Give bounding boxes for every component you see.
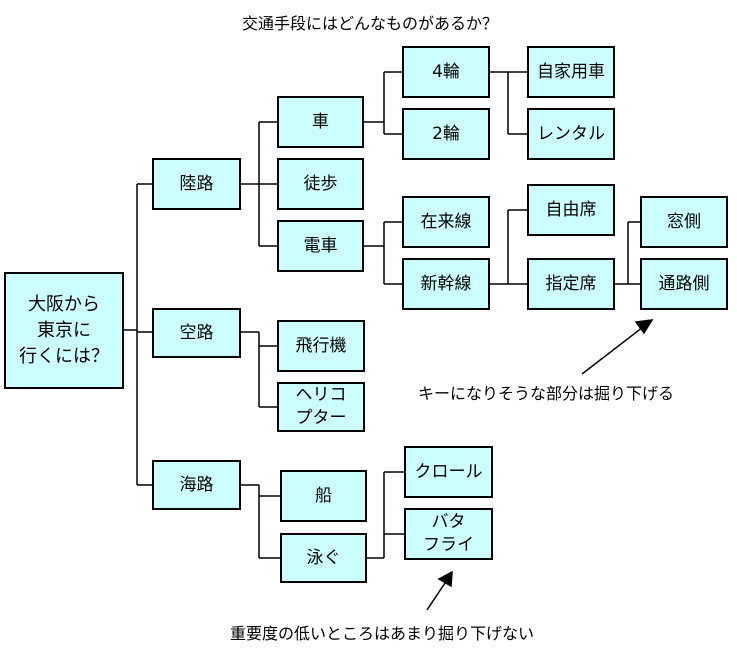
node-four-wheel: 4輪 (402, 46, 490, 98)
node-conventional: 在来線 (402, 196, 490, 248)
node-air: 空路 (152, 308, 241, 358)
annotation-low-importance: 重要度の低いところはあまり掘り下げない (230, 624, 535, 643)
node-window-seat: 窓側 (640, 196, 728, 248)
node-walk: 徒歩 (277, 158, 364, 210)
node-private-car: 自家用車 (527, 46, 615, 98)
node-crawl: クロール (404, 446, 493, 498)
node-helicopter: ヘリコ プター (277, 382, 365, 432)
node-reserved: 指定席 (527, 258, 615, 310)
node-sea: 海路 (152, 460, 241, 510)
node-swim: 泳ぐ (280, 533, 367, 583)
annotation-key-part: キーになりそうな部分は掘り下げる (418, 384, 675, 403)
node-airplane: 飛行機 (277, 320, 365, 372)
node-butterfly: バタ フライ (404, 508, 493, 560)
diagram-title: 交通手段にはどんなものがあるか？ (242, 14, 499, 33)
node-car: 車 (277, 96, 364, 148)
node-ship: 船 (280, 470, 367, 522)
node-unreserved: 自由席 (527, 184, 615, 236)
node-root: 大阪から 東京に 行くには？ (4, 272, 124, 389)
node-train: 電車 (277, 220, 364, 272)
node-aisle-seat: 通路側 (640, 258, 728, 310)
node-rental: レンタル (527, 108, 615, 160)
node-shinkansen: 新幹線 (402, 258, 490, 310)
node-two-wheel: 2輪 (402, 108, 490, 160)
node-land: 陸路 (152, 158, 241, 210)
